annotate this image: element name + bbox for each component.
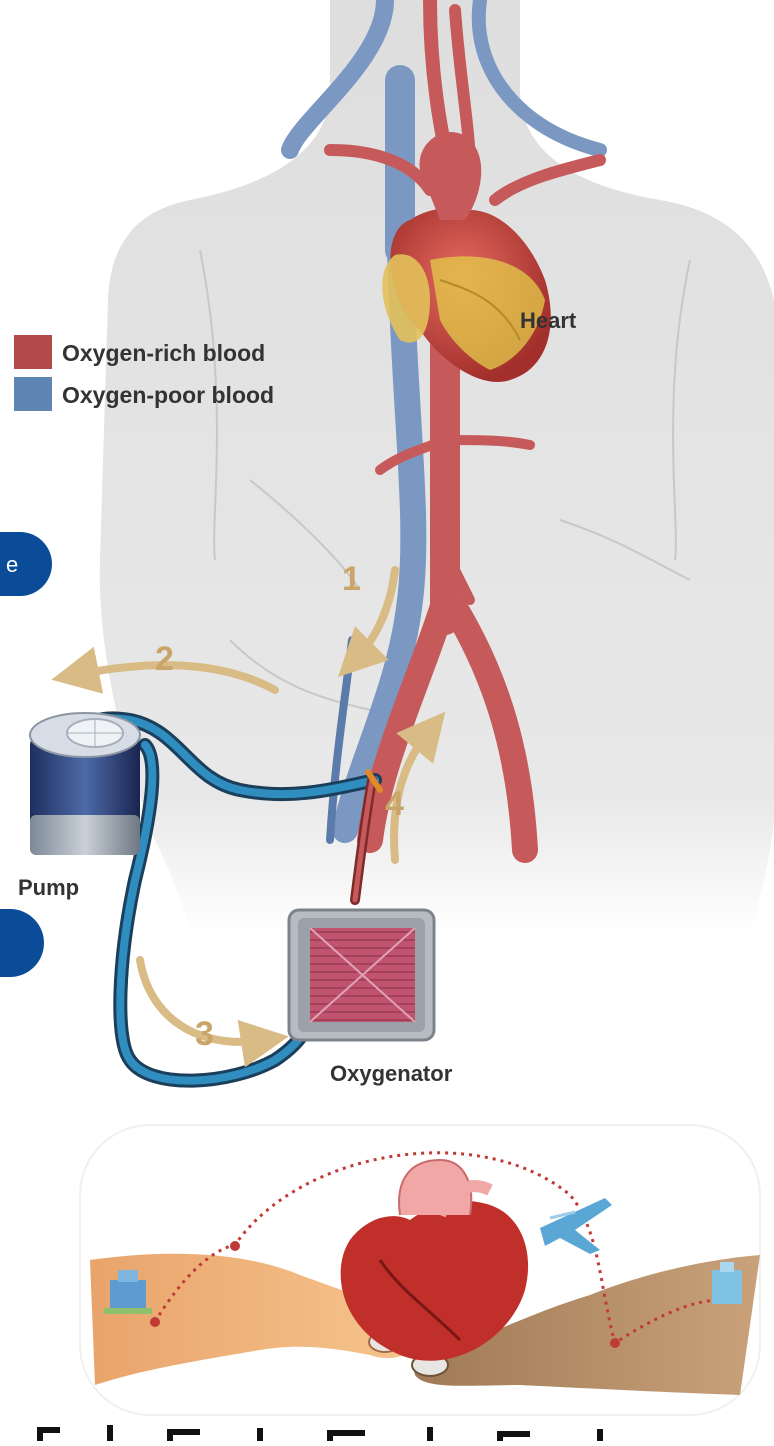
legend-swatch-oxygen-poor xyxy=(14,377,52,411)
side-button-1[interactable]: e xyxy=(0,532,52,596)
step-4-label: 4 xyxy=(385,785,404,823)
pump-label: Pump xyxy=(18,875,79,900)
legend-swatch-oxygen-rich xyxy=(14,335,52,369)
side-button-2[interactable] xyxy=(0,909,44,977)
legend-label-oxygen-poor: Oxygen-poor blood xyxy=(62,382,274,408)
step-3-label: 3 xyxy=(195,1015,214,1053)
legend-label-oxygen-rich: Oxygen-rich blood xyxy=(62,340,265,366)
side-button-1-label: e xyxy=(6,552,18,577)
heart-label: Heart xyxy=(520,308,577,333)
oxygenator-label: Oxygenator xyxy=(330,1061,453,1086)
step-1-label: 1 xyxy=(342,560,361,598)
pump-device xyxy=(30,713,140,855)
step-2-label: 2 xyxy=(155,640,174,678)
transplant-illustration xyxy=(80,1125,760,1415)
cropped-caption xyxy=(40,1425,600,1441)
oxygenator-device xyxy=(289,910,434,1040)
